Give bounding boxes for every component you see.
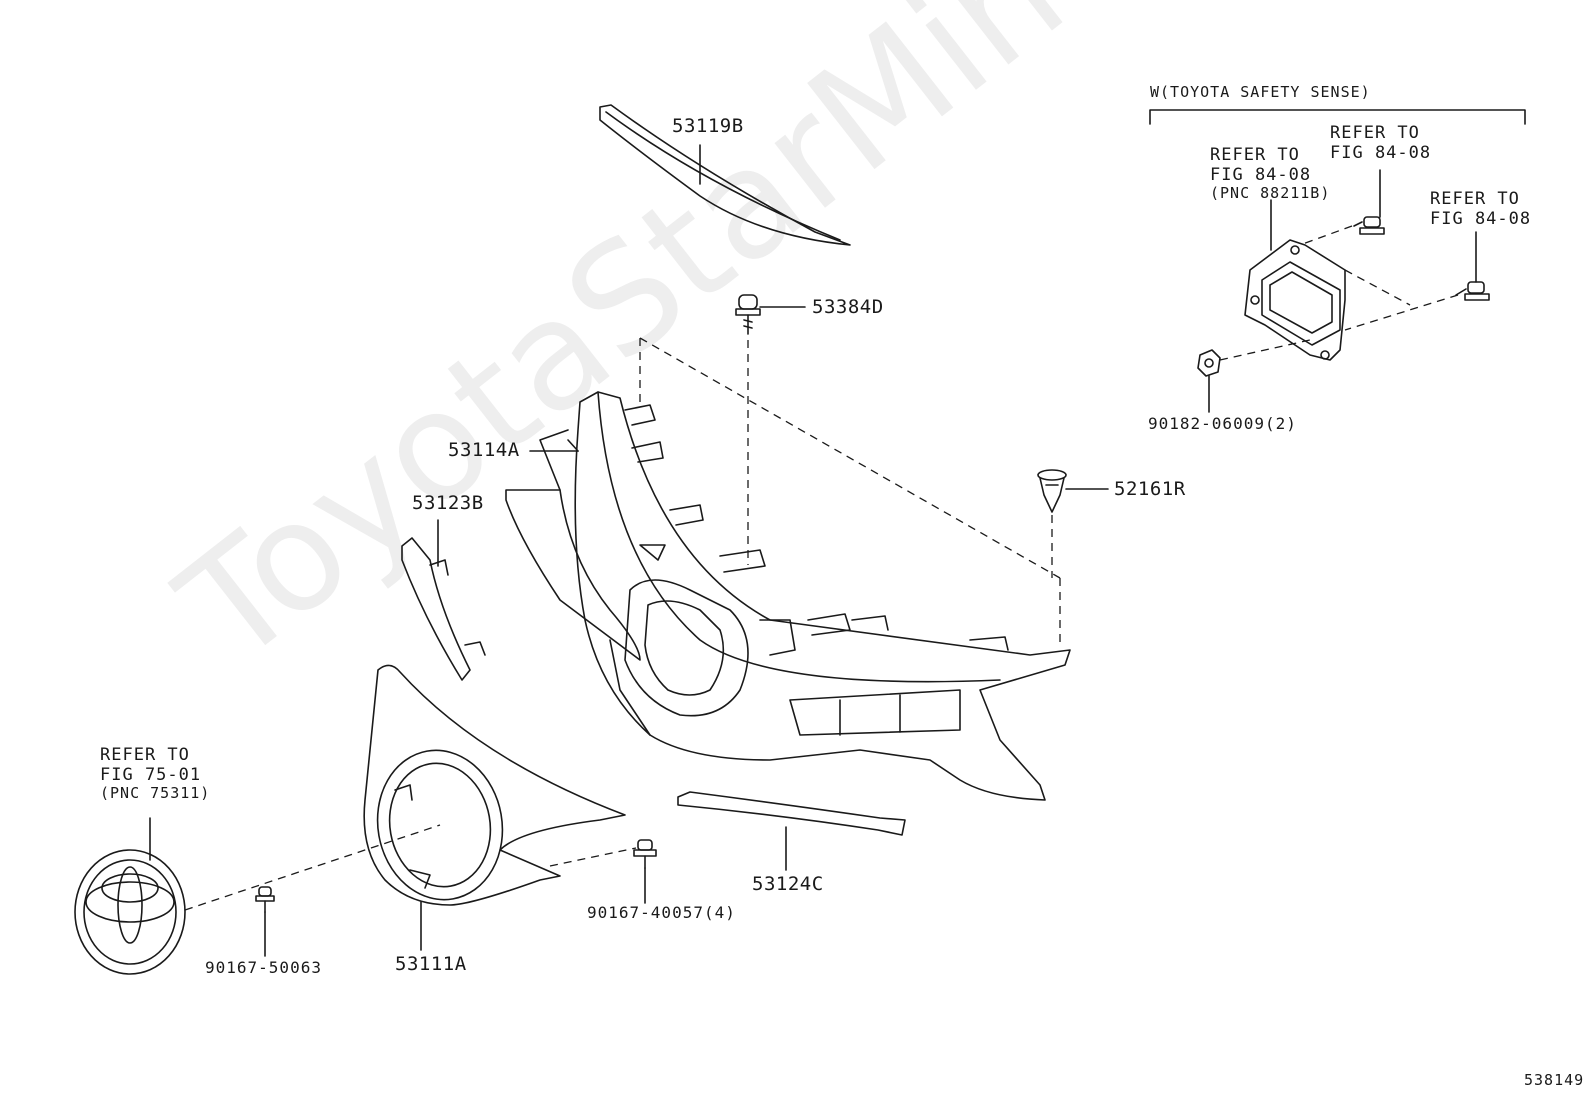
lower-garnish-53111a — [363, 664, 626, 906]
dash-bolt-right — [1344, 294, 1459, 331]
label-53124c: 53124C — [752, 873, 824, 895]
ref-emblem-line2: FIG 75-01 — [100, 764, 202, 785]
bolt-top — [1353, 216, 1385, 235]
ref-bolt-right-line1: REFER TO — [1430, 189, 1520, 209]
dash-emblem — [184, 824, 441, 911]
side-strip-53123b — [401, 537, 486, 681]
group-header: W(TOYOTA SAFETY SENSE) — [1150, 83, 1371, 101]
dash-screw-40057 — [549, 847, 637, 867]
label-90167-40057: 90167-40057(4) — [587, 903, 736, 922]
ref-emblem-line3: (PNC 75311) — [100, 784, 211, 803]
ref-sensor-line2: FIG 84-08 — [1210, 164, 1312, 185]
screw-90167-40057 — [633, 839, 657, 869]
ref-sensor-line1: REFER TO — [1210, 145, 1300, 165]
ref-emblem: REFER TO FIG 75-01 (PNC 75311) — [100, 745, 211, 803]
label-53123b: 53123B — [412, 492, 484, 514]
ref-bolt-right: REFER TO FIG 84-08 — [1430, 189, 1532, 229]
screw-90167-50063 — [255, 886, 275, 913]
ref-bolt-right-line2: FIG 84-08 — [1430, 208, 1532, 229]
label-53114a: 53114A — [448, 439, 520, 461]
grille-frame-53114a — [505, 391, 1071, 801]
dash-frame-to-clip — [639, 337, 1061, 579]
label-90167-50063: 90167-50063 — [205, 958, 322, 977]
ref-bolt-top-line2: FIG 84-08 — [1330, 142, 1432, 163]
ref-emblem-line1: REFER TO — [100, 745, 190, 765]
ref-bolt-top-line1: REFER TO — [1330, 123, 1420, 143]
illustration-number: 538149 — [1524, 1071, 1585, 1089]
upper-molding-53119b — [599, 104, 851, 246]
group-bracket — [1149, 109, 1526, 125]
ref-sensor: REFER TO FIG 84-08 (PNC 88211B) — [1210, 145, 1331, 203]
label-53111a: 53111A — [395, 953, 467, 975]
dash-nut — [1219, 339, 1311, 361]
label-90182-06009: 90182-06009(2) — [1148, 414, 1297, 433]
nut-90182-06009 — [1197, 349, 1221, 377]
toyota-emblem — [74, 849, 186, 975]
label-53384d: 53384D — [812, 296, 884, 318]
ref-bolt-top: REFER TO FIG 84-08 — [1330, 123, 1432, 163]
dash-bolt-top — [1299, 225, 1353, 246]
ref-sensor-line3: (PNC 88211B) — [1210, 184, 1331, 203]
label-53119b: 53119B — [672, 115, 744, 137]
clip-52161r — [1037, 469, 1067, 513]
sensor-unit — [1244, 239, 1346, 361]
screw-53384d — [735, 294, 761, 335]
label-52161r: 52161R — [1114, 478, 1186, 500]
bolt-right — [1455, 281, 1490, 301]
lower-molding-53124c — [677, 791, 906, 836]
